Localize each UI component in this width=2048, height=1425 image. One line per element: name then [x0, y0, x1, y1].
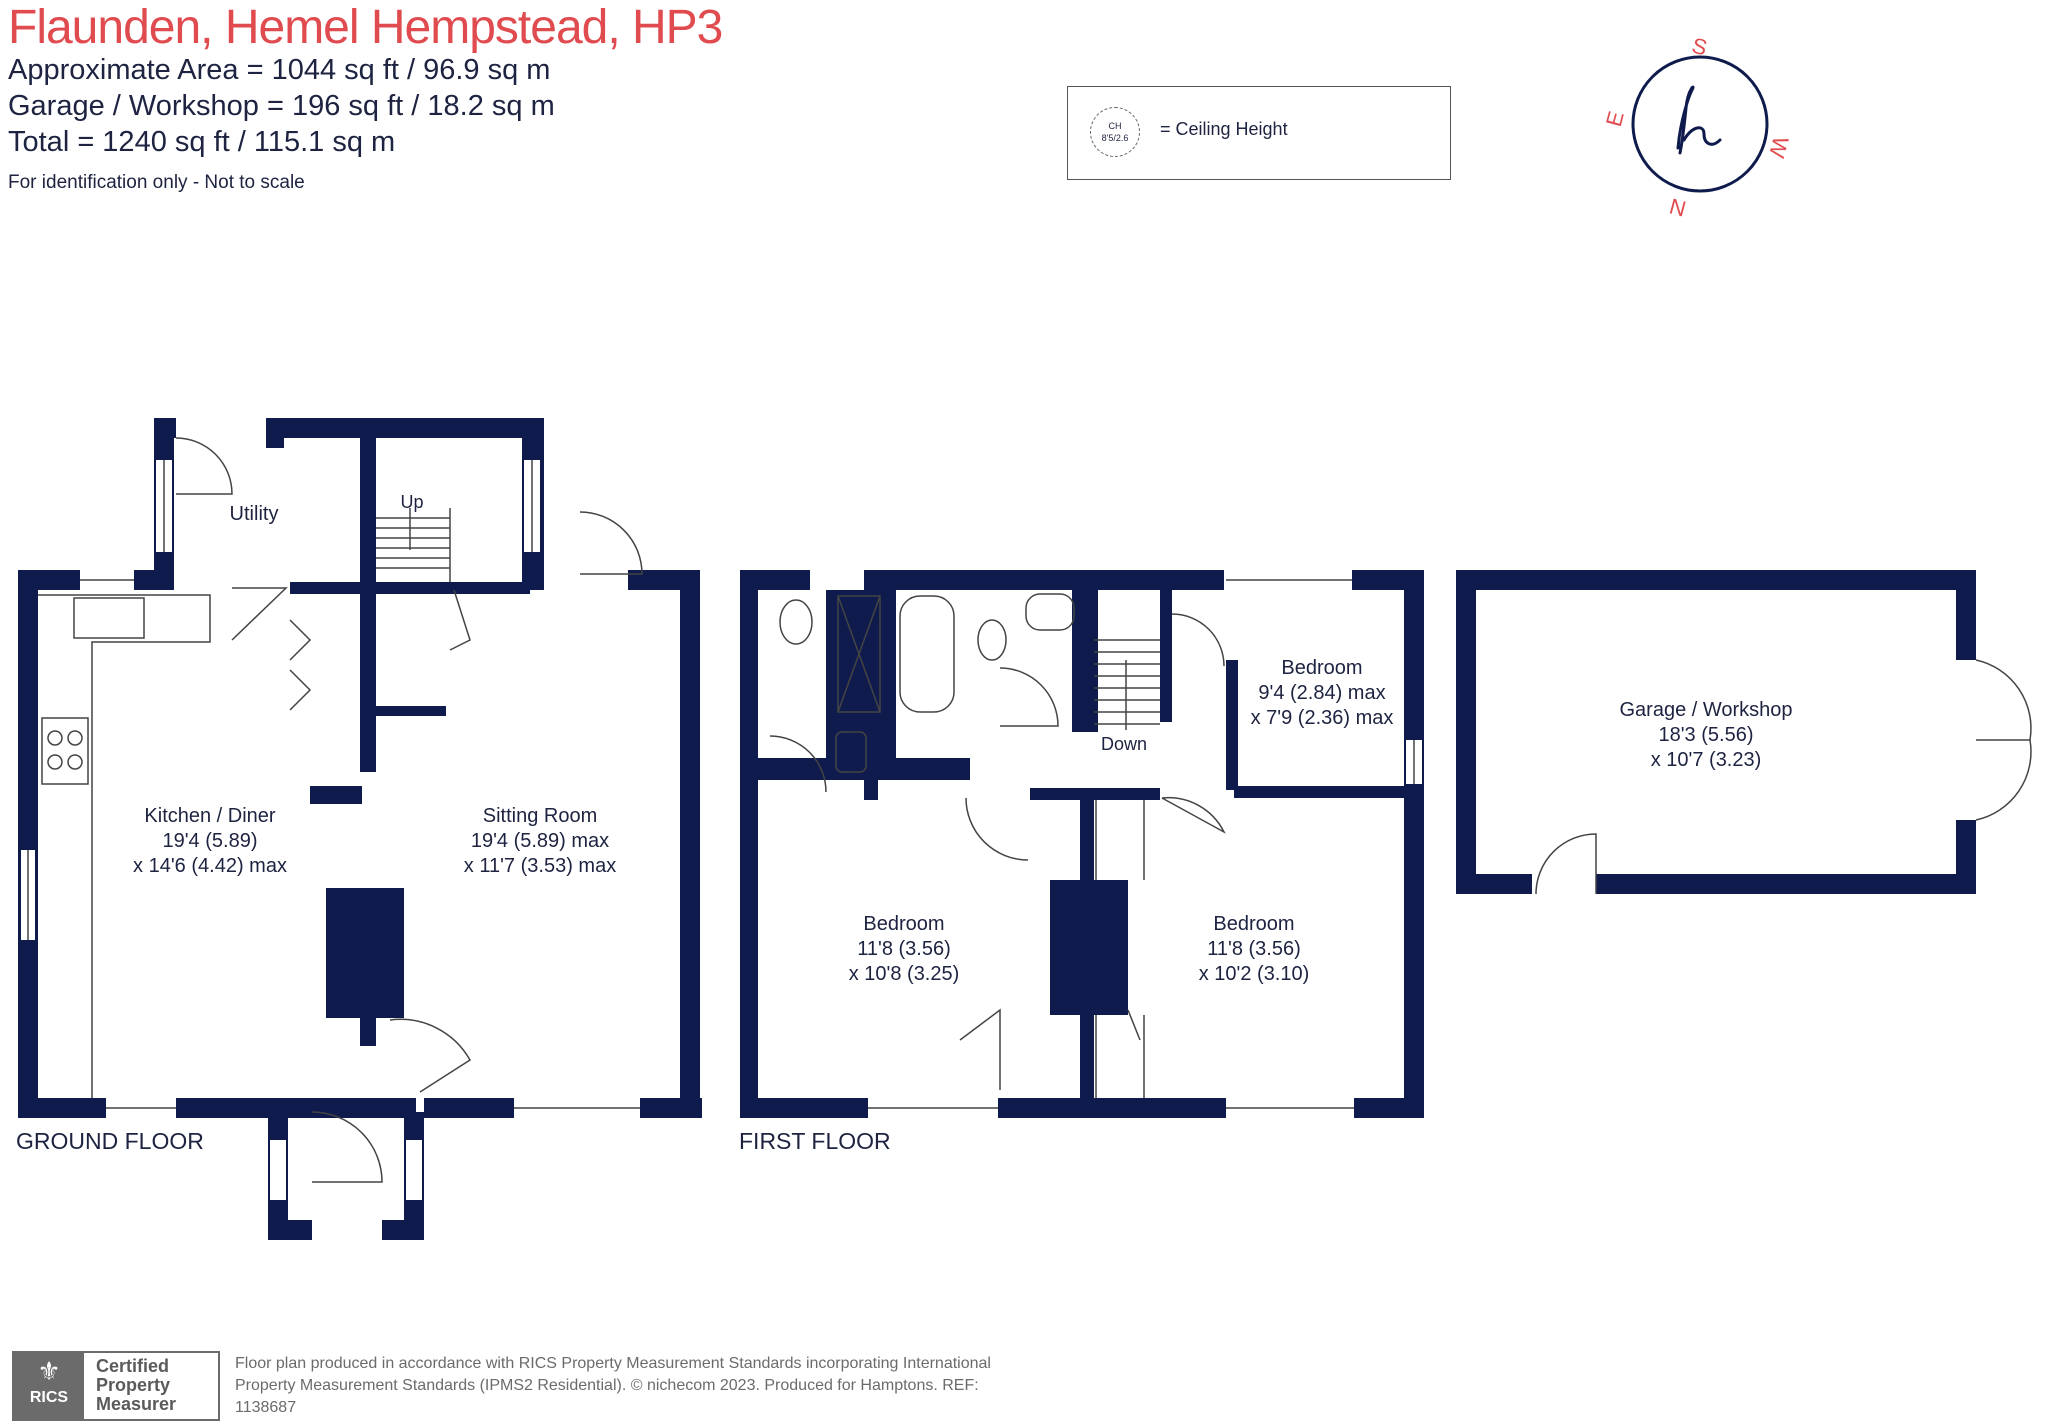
garage-dim1: 18'3 (5.56): [1658, 724, 1754, 746]
rics-logo: ⚜ RICS: [14, 1353, 84, 1419]
bedroom-left-dim1: 11'8 (3.56): [857, 938, 951, 960]
floor-plans: Utility Up Kitchen / Diner 19'4 (5.89) x…: [0, 400, 2048, 1240]
ceiling-height-legend: CH 8'5/2.6 = Ceiling Height: [1067, 86, 1451, 180]
rics-logo-text: RICS: [29, 1389, 69, 1406]
floor-plan-drawing: [18, 418, 2032, 1240]
garage-dim2: x 10'7 (3.23): [1650, 749, 1762, 771]
kitchen-dim1: 19'4 (5.89): [162, 830, 258, 852]
sitting-name: Sitting Room: [482, 805, 598, 827]
room-utility-name: Utility: [229, 503, 279, 525]
bedroom-left-dim2: x 10'8 (3.25): [848, 963, 960, 985]
room-kitchen-diner: Kitchen / Diner 19'4 (5.89) x 14'6 (4.42…: [133, 804, 287, 879]
ground-floor-label: GROUND FLOOR: [16, 1128, 204, 1154]
rics-crest-icon: ⚜: [37, 1356, 61, 1386]
property-title: Flaunden, Hemel Hempstead, HP3: [8, 1, 723, 54]
bedroom-left-name: Bedroom: [863, 913, 945, 935]
first-floor-label: FIRST FLOOR: [739, 1128, 891, 1154]
room-garage-workshop: Garage / Workshop 18'3 (5.56) x 10'7 (3.…: [1619, 698, 1792, 773]
scale-note: For identification only - Not to scale: [8, 172, 305, 193]
compass-logo-icon: [1631, 55, 1769, 193]
garage-area: Garage / Workshop = 196 sq ft / 18.2 sq …: [8, 90, 555, 122]
garage-name: Garage / Workshop: [1619, 699, 1793, 721]
stairs-down-label: Down: [1100, 734, 1148, 754]
certified-property-measurer: Certified Property Measurer: [96, 1356, 177, 1414]
bedroom-small-dim1: 9'4 (2.84) max: [1258, 682, 1386, 704]
bedroom-small-name: Bedroom: [1281, 657, 1363, 679]
room-bedroom-left: Bedroom 11'8 (3.56) x 10'8 (3.25): [849, 912, 960, 987]
room-utility: Utility: [230, 502, 279, 527]
footer-disclaimer: Floor plan produced in accordance with R…: [235, 1355, 991, 1416]
bedroom-small-dim2: x 7'9 (2.36) max: [1250, 707, 1394, 729]
stairs-up-label: Up: [400, 492, 424, 512]
kitchen-name: Kitchen / Diner: [144, 805, 276, 827]
bedroom-right-name: Bedroom: [1213, 913, 1295, 935]
compass: S W N E: [1600, 28, 1800, 228]
ceiling-height-symbol: CH 8'5/2.6: [1090, 107, 1140, 157]
approximate-area: Approximate Area = 1044 sq ft / 96.9 sq …: [8, 54, 551, 86]
rics-certified-badge: ⚜ RICS Certified Property Measurer: [12, 1351, 220, 1421]
room-bedroom-small: Bedroom 9'4 (2.84) max x 7'9 (2.36) max: [1251, 656, 1394, 731]
sitting-dim1: 19'4 (5.89) max: [470, 830, 610, 852]
bedroom-right-dim1: 11'8 (3.56): [1207, 938, 1301, 960]
bedroom-right-dim2: x 10'2 (3.10): [1198, 963, 1310, 985]
kitchen-dim2: x 14'6 (4.42) max: [133, 855, 287, 877]
total-area: Total = 1240 sq ft / 115.1 sq m: [8, 126, 396, 158]
sitting-dim2: x 11'7 (3.53) max: [463, 855, 617, 877]
room-sitting-room: Sitting Room 19'4 (5.89) max x 11'7 (3.5…: [464, 804, 616, 879]
room-bedroom-right: Bedroom 11'8 (3.56) x 10'2 (3.10): [1199, 912, 1310, 987]
ceiling-height-label: = Ceiling Height: [1160, 119, 1288, 139]
ceiling-height-symbol-top: CH: [1108, 121, 1122, 131]
ceiling-height-symbol-bottom: 8'5/2.6: [1101, 133, 1129, 143]
